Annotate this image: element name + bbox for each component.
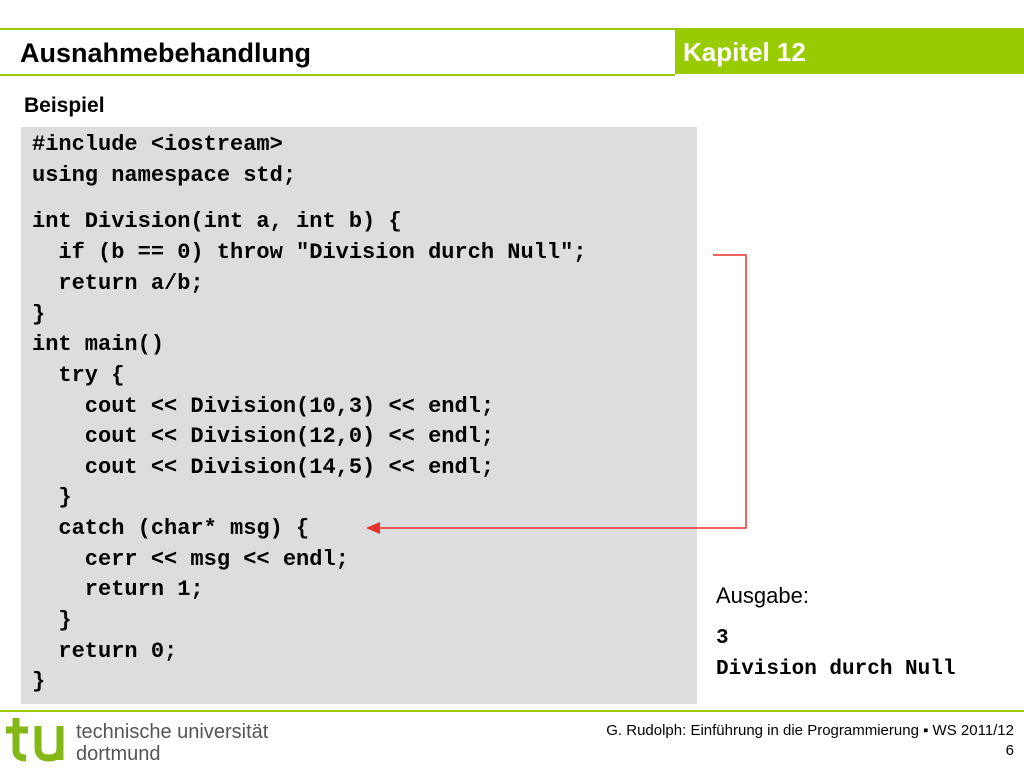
code-line: return a/b; <box>32 271 204 296</box>
code-line: } <box>32 608 72 633</box>
code-line: #include <iostream> <box>32 132 283 157</box>
footer-divider <box>0 710 1024 712</box>
code-line: } <box>32 485 72 510</box>
section-title: Beispiel <box>24 94 105 117</box>
slide-title: Ausnahmebehandlung <box>20 38 312 68</box>
logo-text-university: technische universität <box>76 721 269 743</box>
code-line: } <box>32 669 46 694</box>
code-line: cerr << msg << endl; <box>32 547 349 572</box>
code-line: try { <box>32 363 125 388</box>
page-number: 6 <box>1005 742 1014 759</box>
code-line: using namespace std; <box>32 163 297 188</box>
code-line: } <box>32 302 46 327</box>
code-listing: #include <iostream> using namespace std;… <box>21 127 697 704</box>
top-accent-line <box>0 28 1024 30</box>
code-line: return 1; <box>32 577 204 602</box>
code-line: int main() <box>32 332 165 357</box>
code-line: return 0; <box>32 639 178 664</box>
output-label: Ausgabe: <box>716 583 809 608</box>
output-line: 3 <box>716 627 729 650</box>
header-divider <box>0 74 675 76</box>
code-line: cout << Division(12,0) << endl; <box>32 424 495 449</box>
logo-text-city: dortmund <box>76 743 161 765</box>
footer-credit: G. Rudolph: Einführung in die Programmie… <box>606 722 1014 739</box>
code-line: cout << Division(14,5) << endl; <box>32 455 495 480</box>
code-line: catch (char* msg) { <box>32 516 310 541</box>
tu-dortmund-logo: technische universität dortmund <box>4 716 274 766</box>
chapter-label: Kapitel 12 <box>683 37 806 67</box>
output-line: Division durch Null <box>716 658 956 681</box>
tu-logo-icon <box>6 718 64 762</box>
code-line: int Division(int a, int b) { <box>32 209 402 234</box>
code-line: if (b == 0) throw "Division durch Null"; <box>32 240 587 265</box>
code-line: cout << Division(10,3) << endl; <box>32 394 495 419</box>
chapter-badge: Kapitel 12 <box>675 30 1024 74</box>
